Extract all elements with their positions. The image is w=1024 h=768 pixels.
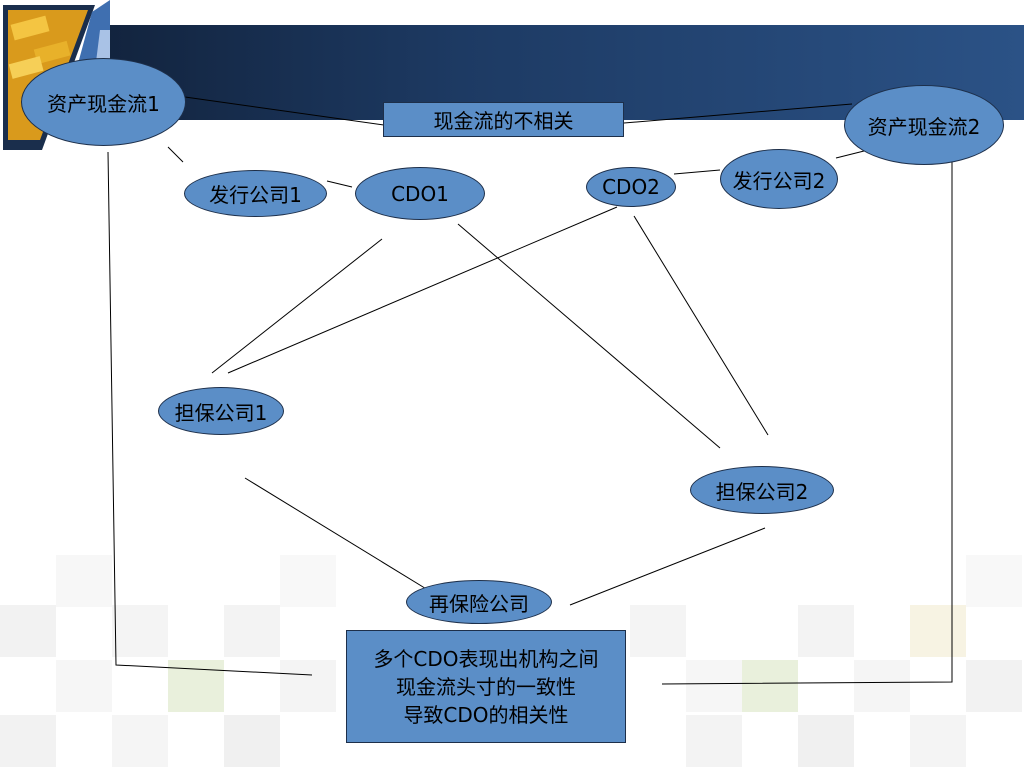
cdo-1-node: CDO1: [355, 167, 485, 220]
issuer-1-node: 发行公司1: [184, 170, 327, 217]
guarantor-2-node: 担保公司2: [690, 466, 834, 514]
issuer-1-label: 发行公司1: [209, 183, 302, 207]
line-uncorrelated-asset2: [623, 103, 853, 124]
reinsurer-label: 再保险公司: [429, 591, 529, 616]
line-cdo2-guarantor2: [633, 215, 769, 436]
conclusion-line-2: 现金流头寸的一致性: [396, 674, 576, 699]
cdo-2-label: CDO2: [602, 175, 660, 199]
line-asset1-issuer1: [167, 146, 184, 163]
asset-cashflow-1-node: 资产现金流1: [21, 58, 186, 146]
guarantor-1-label: 担保公司1: [174, 400, 268, 425]
line-guarantor2-reinsurer: [569, 527, 766, 606]
uncorrelated-cashflow-box: 现金流的不相关: [383, 102, 624, 137]
guarantor-1-node: 担保公司1: [158, 387, 284, 435]
issuer-2-node: 发行公司2: [720, 149, 838, 209]
line-cdo2-guarantor1: [227, 206, 618, 374]
line-asset1-uncorrelated: [184, 96, 385, 126]
conclusion-line-1: 多个CDO表现出机构之间: [373, 646, 599, 671]
conclusion-box: 多个CDO表现出机构之间 现金流头寸的一致性 导致CDO的相关性: [346, 630, 626, 743]
line-cdo2-issuer2: [673, 169, 721, 175]
asset-cashflow-1-label: 资产现金流1: [47, 91, 160, 116]
cdo-2-node: CDO2: [586, 167, 676, 207]
uncorrelated-cashflow-label: 现金流的不相关: [433, 109, 574, 133]
cdo-1-label: CDO1: [391, 181, 449, 206]
guarantor-2-label: 担保公司2: [715, 479, 809, 504]
line-asset2-conclusion: [661, 162, 953, 685]
line-asset1-conclusion: [107, 151, 313, 676]
asset-cashflow-2-node: 资产现金流2: [844, 85, 1004, 165]
asset-cashflow-2-label: 资产现金流2: [867, 114, 981, 139]
line-cdo1-guarantor2: [457, 223, 721, 449]
checkered-background: [0, 545, 1024, 768]
line-issuer1-cdo1: [326, 180, 353, 188]
reinsurer-node: 再保险公司: [406, 580, 552, 624]
issuer-2-label: 发行公司2: [732, 168, 826, 193]
line-cdo1-guarantor1: [211, 238, 383, 374]
line-guarantor1-reinsurer: [244, 477, 429, 591]
conclusion-line-3: 导致CDO的相关性: [403, 702, 569, 727]
